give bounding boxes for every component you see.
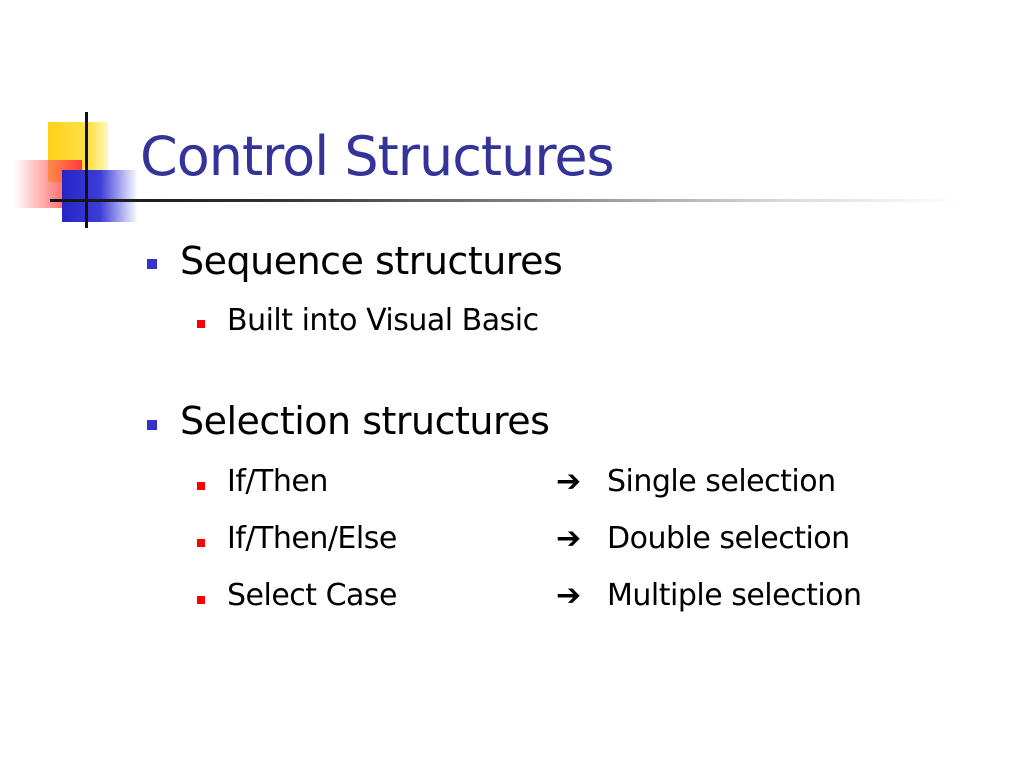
level1-bullet: [147, 259, 157, 269]
level1-bullet: [147, 420, 157, 430]
bullet-sequence-structures: Sequence structures: [180, 239, 563, 283]
sub-bullet-built-into-vb: Built into Visual Basic: [227, 303, 539, 338]
level2-bullet: [197, 482, 205, 490]
bullet-selection-structures: Selection structures: [180, 399, 550, 443]
single-selection-label: Single selection: [607, 464, 836, 499]
arrow-right-icon: ➔: [556, 521, 582, 556]
sub-bullet-select-case: Select Case: [227, 578, 398, 613]
sub-bullet-if-then-else: If/Then/Else: [227, 521, 397, 556]
level2-bullet: [197, 539, 205, 547]
double-selection-label: Double selection: [607, 521, 850, 556]
arrow-right-icon: ➔: [556, 464, 582, 499]
level2-bullet: [197, 320, 205, 328]
logo-blue-square: [62, 170, 138, 222]
multiple-selection-label: Multiple selection: [607, 578, 862, 613]
sub-bullet-if-then: If/Then: [227, 464, 328, 499]
slide-title: Control Structures: [140, 125, 615, 188]
level2-bullet: [197, 596, 205, 604]
arrow-right-icon: ➔: [556, 578, 582, 613]
title-underline: [50, 199, 962, 202]
logo-vertical-line: [85, 112, 88, 228]
